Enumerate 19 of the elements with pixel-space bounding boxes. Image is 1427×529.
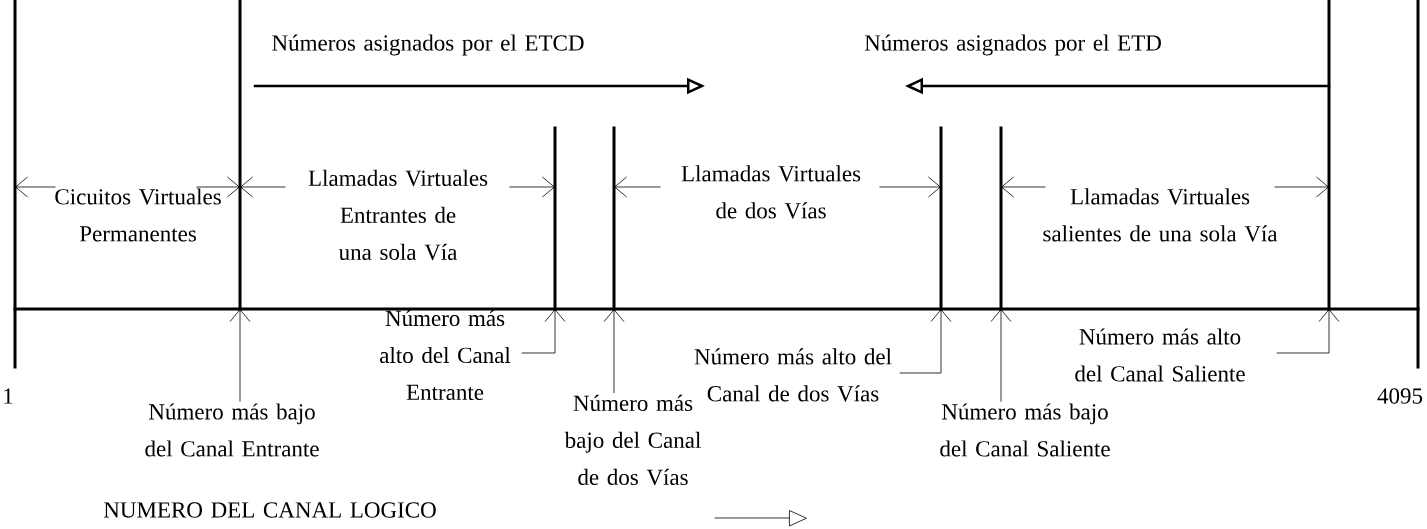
leader-line bbox=[229, 309, 251, 402]
leader-label: Número más bajo del Canal Entrante bbox=[145, 403, 319, 457]
leader-label: Número más bajo del Canal Saliente bbox=[940, 403, 1110, 457]
label-text: NUMERO DEL CANAL LOGICO bbox=[103, 502, 436, 518]
label-text: Llamadas Virtuales de dos Vías bbox=[681, 165, 861, 219]
leader-line bbox=[603, 309, 625, 393]
label-text: Cicuitos Virtuales Permanentes bbox=[55, 188, 221, 242]
leader-label: Número más alto del Canal Saliente bbox=[1075, 328, 1245, 382]
leader-line bbox=[990, 309, 1012, 402]
leader-line bbox=[899, 309, 952, 374]
label-text: 1 bbox=[4, 388, 13, 404]
leader-line bbox=[521, 309, 566, 354]
label-text: Números asignados por el ETCD bbox=[272, 34, 584, 56]
leader-line bbox=[1276, 309, 1340, 354]
label-text: 4095 bbox=[1377, 388, 1423, 404]
label-text: Números asignados por el ETD bbox=[864, 34, 1161, 56]
label-text: Llamadas Virtuales Entrantes de una sola Vía bbox=[308, 169, 488, 261]
leader-label: Número más alto del Canal Entrante bbox=[380, 309, 511, 401]
label-text: Llamadas Virtuales salientes de una sola Vía bbox=[1043, 188, 1278, 242]
